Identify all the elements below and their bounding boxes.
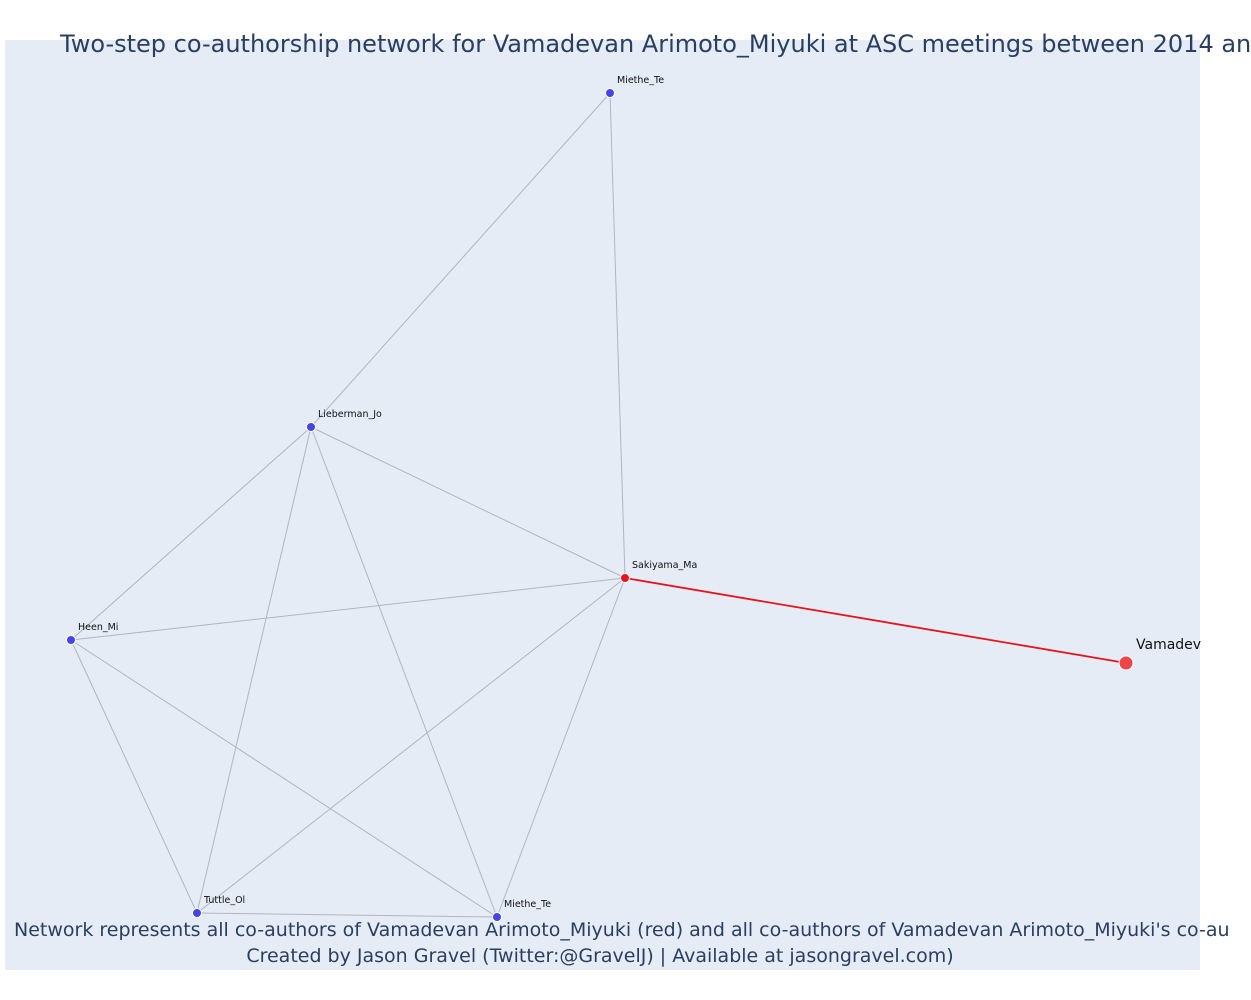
network-graph[interactable]: Miethe_TeLieberman_JoSakiyama_MaHeen_MiT… <box>0 0 1201 1000</box>
edge-lieberman_jo-sakiyama_ma <box>310 426 626 579</box>
edge-heen_mi-miethe_te_bottom <box>70 639 498 918</box>
node-tuttle_ol[interactable]: Tuttle_Ol <box>192 895 246 918</box>
edge-sakiyama_ma-miethe_te_bottom <box>496 577 626 918</box>
node-label: Tuttle_Ol <box>203 895 245 906</box>
node-heen_mi[interactable]: Heen_Mi <box>66 622 119 645</box>
footer-credit: Created by Jason Gravel (Twitter:@Gravel… <box>246 945 954 967</box>
node-marker[interactable] <box>620 573 630 583</box>
node-label: Sakiyama_Ma <box>632 560 697 571</box>
node-label: Lieberman_Jo <box>318 409 382 420</box>
node-miethe_te_top[interactable]: Miethe_Te <box>605 75 665 98</box>
node-label: Vamadev <box>1136 637 1201 653</box>
node-marker[interactable] <box>66 635 76 645</box>
chart-title: Two-step co-authorship network for Vamad… <box>60 30 1251 58</box>
node-miethe_te_bottom[interactable]: Miethe_Te <box>492 899 552 922</box>
edge-sakiyama_ma-tuttle_ol <box>196 577 626 914</box>
edge-miethe_te_top-lieberman_jo <box>310 92 611 428</box>
edge-sakiyama_ma-heen_mi <box>70 577 626 641</box>
edge-lieberman_jo-miethe_te_bottom <box>310 426 498 918</box>
edge-tuttle_ol-miethe_te_bottom <box>196 912 498 918</box>
node-label: Miethe_Te <box>504 899 551 910</box>
plot-area <box>5 40 1200 970</box>
node-marker[interactable] <box>192 908 202 918</box>
nodes-layer: Miethe_TeLieberman_JoSakiyama_MaHeen_MiT… <box>66 75 1201 922</box>
edge-miethe_te_top-sakiyama_ma <box>609 92 626 579</box>
node-marker[interactable] <box>492 912 502 922</box>
node-label: Heen_Mi <box>78 622 118 633</box>
node-sakiyama_ma[interactable]: Sakiyama_Ma <box>620 560 698 583</box>
node-lieberman_jo[interactable]: Lieberman_Jo <box>306 409 383 432</box>
node-vamadevan[interactable]: Vamadev <box>1118 637 1201 671</box>
edge-sakiyama_ma-vamadevan <box>624 577 1127 664</box>
edges-layer <box>70 92 1127 918</box>
edge-heen_mi-tuttle_ol <box>70 639 198 914</box>
footer-description: Network represents all co-authors of Vam… <box>14 919 1230 941</box>
node-marker[interactable] <box>605 88 615 98</box>
node-marker[interactable] <box>1118 655 1134 671</box>
node-label: Miethe_Te <box>617 75 664 86</box>
edge-lieberman_jo-tuttle_ol <box>196 426 312 914</box>
node-marker[interactable] <box>306 422 316 432</box>
edge-lieberman_jo-heen_mi <box>70 426 312 641</box>
